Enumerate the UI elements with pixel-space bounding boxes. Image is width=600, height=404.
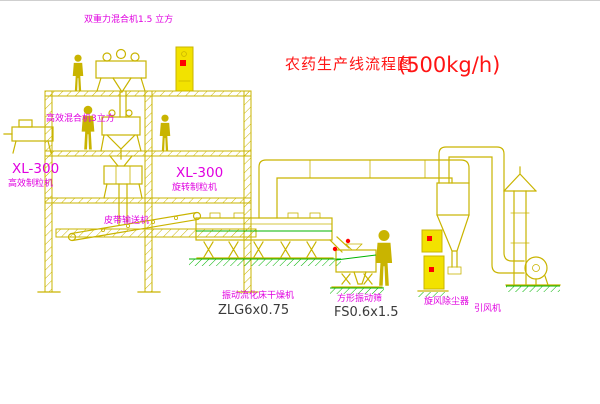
label-cyclone-duster: 旋风除尘器 [424,295,469,307]
label-dryer-name: 振动流化床干燥机 [222,289,294,301]
worker-figure [159,114,171,151]
label-mid-mixer: 高效混合机3立方 [46,112,115,124]
high-efficiency-mixer [100,109,142,160]
worker-figure [72,54,84,91]
exhaust-duct [258,159,470,219]
label-left-granulator-model: XL-300 [12,161,59,177]
label-induced-fan: 引风机 [474,302,501,314]
diagram-title: 农药生产线流程图 [285,55,413,73]
exhaust-stack [503,166,537,286]
vibrating-sieve [329,236,383,288]
label-left-granulator-name: 高效制粒机 [8,177,53,189]
fluid-bed-dryer [195,212,334,259]
label-sieve-name: 方形振动筛 [337,292,382,304]
ground-hatch-fan [506,285,560,292]
ground-hatch-dryer [189,258,341,266]
worker-figure [375,229,393,286]
fan-suction-pipe [438,146,525,274]
building-structure [37,90,259,293]
cyclone-separator [436,182,470,275]
label-dryer-model: ZLG6x0.75 [218,303,289,318]
rotary-granulator [103,155,143,226]
worker-figure [81,105,95,150]
induced-draft-fan [505,256,561,286]
ground-hatch-panel [418,292,448,297]
top-gravity-mixer [95,48,147,118]
label-mid-granulator-name: 旋转制粒机 [172,181,217,193]
label-mid-granulator-model: XL-300 [176,165,223,181]
label-top-mixer: 双重力混合机1.5 立方 [84,13,173,25]
diagram-title-capacity: (500kg/h) [398,53,500,77]
control-panel-lower [417,229,449,292]
control-panel-upper [175,46,194,92]
ground-hatch-sieve [330,287,384,294]
label-sieve-model: FS0.6x1.5 [334,305,399,320]
belt-conveyor [67,211,202,242]
left-granulator [3,119,54,154]
label-belt-conveyor: 皮带输送机 [104,214,149,226]
